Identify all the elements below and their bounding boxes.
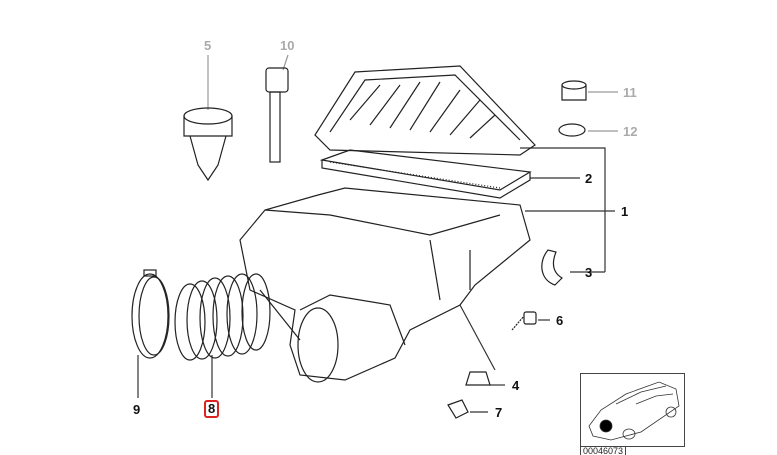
bellows-part-8	[174, 273, 301, 361]
car-outline-icon	[588, 381, 680, 441]
callout-3[interactable]: 3	[585, 265, 593, 280]
callout-2[interactable]: 2	[585, 171, 593, 186]
callout-12[interactable]: 12	[623, 124, 638, 139]
vehicle-location-thumbnail	[580, 373, 685, 447]
small-parts	[447, 80, 587, 419]
callout-9[interactable]: 9	[133, 402, 141, 417]
part-5-drawing	[183, 107, 233, 182]
filter-housing	[239, 187, 531, 383]
thumbnail-caption: 00046073	[580, 446, 627, 455]
callout-5[interactable]: 5	[204, 38, 212, 53]
callout-10[interactable]: 10	[280, 38, 295, 53]
callout-1[interactable]: 1	[621, 204, 629, 219]
callout-7[interactable]: 7	[495, 405, 503, 420]
callout-11[interactable]: 11	[623, 85, 637, 100]
callout-6[interactable]: 6	[556, 313, 564, 328]
location-marker	[599, 419, 613, 433]
callout-4[interactable]: 4	[512, 378, 520, 393]
filter-housing-lid	[314, 65, 536, 156]
clamp-part-9	[131, 269, 170, 359]
part-10-drawing	[265, 67, 289, 163]
filter-element	[319, 149, 532, 199]
leader-lines	[137, 147, 615, 413]
dimmed-leader-lines	[207, 54, 618, 132]
callout-8-selected[interactable]: 8	[204, 400, 220, 418]
